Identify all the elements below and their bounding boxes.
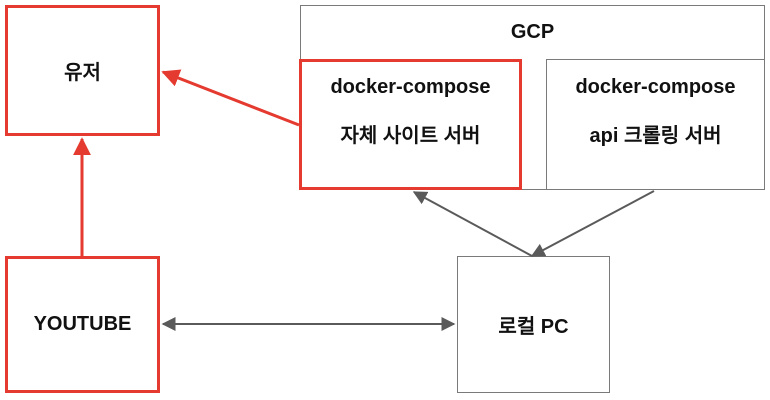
self-site-server-box: docker-compose 자체 사이트 서버 [299, 59, 522, 190]
arrow-local-pc-to-self-site [412, 191, 533, 257]
api-crawler-server-subtitle: api 크롤링 서버 [589, 125, 722, 147]
api-crawler-server-box: docker-compose api 크롤링 서버 [546, 59, 765, 190]
youtube-label: YOUTUBE [33, 313, 132, 335]
self-site-server-subtitle: 자체 사이트 서버 [340, 125, 481, 147]
arrow-local-pc-to-api-crawler [530, 190, 655, 257]
user-box: 유저 [5, 5, 160, 136]
self-site-server-title: docker-compose [330, 76, 491, 98]
local-pc-box: 로컬 PC [457, 256, 610, 393]
local-pc-label: 로컬 PC [498, 316, 569, 338]
youtube-box: YOUTUBE [5, 256, 160, 393]
gcp-label: GCP [510, 21, 555, 43]
user-label: 유저 [64, 62, 101, 84]
arrow-self-site-to-user [161, 69, 300, 127]
api-crawler-server-title: docker-compose [575, 76, 736, 98]
